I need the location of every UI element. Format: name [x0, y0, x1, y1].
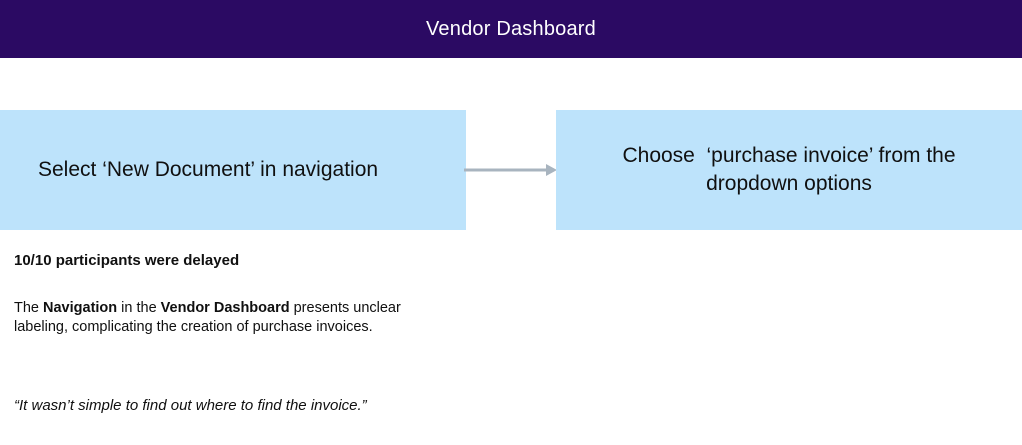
flow-step-1-label: Select ‘New Document’ in navigation — [38, 158, 379, 182]
flow-step-2-label: Choose ‘purchase invoice’ from the dropd… — [622, 144, 962, 195]
arrow-right-icon — [464, 162, 558, 178]
findings-quote: “It wasn’t simple to find out where to f… — [14, 397, 367, 414]
flow-diagram: Select ‘New Document’ in navigation Choo… — [0, 110, 1022, 230]
findings-body-segment-3: presents unclear labeling, complicating … — [14, 300, 401, 335]
findings-body-bold-1: Navigation — [43, 300, 118, 316]
findings-body-bold-2: Vendor Dashboard — [160, 300, 290, 316]
app-header: Vendor Dashboard — [0, 0, 1022, 58]
page-title: Vendor Dashboard — [426, 18, 596, 40]
flow-step-1: Select ‘New Document’ in navigation — [0, 110, 466, 230]
findings-heading: 10/10 participants were delayed — [14, 252, 240, 269]
findings-body-segment-2: in the — [117, 300, 161, 316]
flow-step-2: Choose ‘purchase invoice’ from the dropd… — [556, 110, 1022, 230]
findings-block: 10/10 participants were delayed The Navi… — [14, 252, 444, 414]
findings-body: The Navigation in the Vendor Dashboard p… — [14, 299, 434, 336]
findings-body-segment-1: The — [14, 300, 44, 316]
